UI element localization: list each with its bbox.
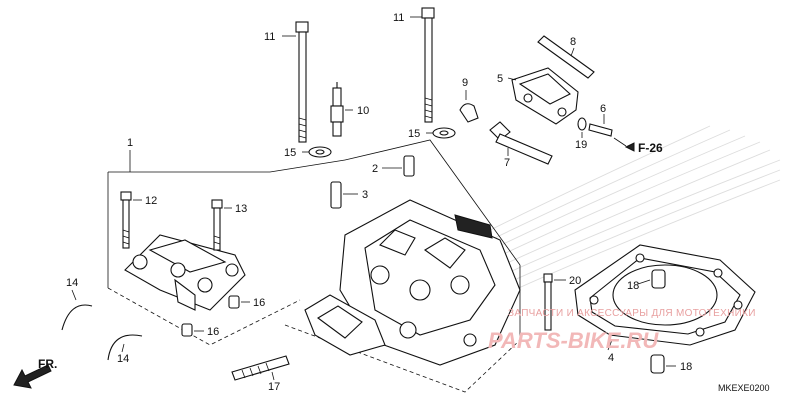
callout-7: 7 [504, 157, 510, 169]
callout-18b: 18 [680, 361, 692, 373]
front-marker-label: FR. [38, 357, 57, 371]
ring-19 [577, 117, 587, 138]
callout-19: 19 [575, 139, 587, 151]
rocker-holder-5 [507, 67, 579, 125]
callout-16a: 16 [253, 297, 265, 309]
dowel-pin-18a [637, 269, 666, 289]
front-arrow-icon [13, 364, 52, 389]
callout-6: 6 [600, 103, 606, 115]
callout-14b: 14 [117, 353, 129, 365]
callout-16b: 16 [207, 326, 219, 338]
watermark-logo: PARTS-BIKE.RU [488, 328, 659, 353]
callout-4: 4 [608, 352, 614, 364]
callout-2: 2 [372, 163, 378, 175]
dowel-pin-16b [181, 323, 204, 337]
callout-5: 5 [497, 73, 503, 85]
watermark-caption: ЗАПЧАСТИ И АКСЕССУАРЫ ДЛЯ МОТОТЕХНИКИ [508, 308, 756, 319]
section-ref-label: F-26 [638, 141, 663, 155]
clip-14b [107, 334, 143, 361]
bolt-20 [543, 273, 566, 331]
callout-1: 1 [127, 137, 133, 149]
callout-15-right: 15 [408, 128, 420, 140]
guide-2 [382, 155, 415, 177]
callout-3: 3 [362, 189, 368, 201]
pin-6 [588, 114, 627, 147]
callout-18a: 18 [627, 280, 639, 292]
cylinder-head [304, 199, 521, 366]
dowel-pin-16a [228, 295, 250, 309]
diagram-code: MKEXE0200 [718, 383, 770, 393]
guide-3 [330, 181, 358, 209]
callout-10: 10 [357, 105, 369, 117]
rocker-shaft-8 [537, 35, 595, 79]
clip-9 [459, 90, 479, 123]
callout-11-left: 11 [264, 31, 275, 43]
stud-bolt-11-right [410, 7, 435, 123]
callout-20: 20 [569, 275, 581, 287]
callout-9: 9 [462, 77, 468, 89]
clip-14a [61, 289, 93, 331]
washer-15-left [302, 146, 332, 158]
callout-11-right: 11 [393, 12, 404, 24]
callout-15-left: 15 [284, 147, 296, 159]
washer-15-right [426, 127, 456, 139]
section-ref-arrow-icon [624, 142, 635, 152]
callout-8: 8 [570, 36, 576, 48]
callout-13: 13 [235, 203, 247, 215]
assembly-box-1 [107, 150, 346, 346]
decompressor-arm-7 [489, 121, 553, 165]
camshaft-holder [124, 234, 246, 311]
stud-bolt-11-left [282, 21, 309, 143]
dowel-pin-18b [650, 354, 676, 374]
stud-17 [231, 355, 290, 381]
callout-14a: 14 [66, 277, 78, 289]
bolt-13 [211, 199, 232, 251]
callout-labels: 1 2 3 4 5 6 7 8 9 10 11 11 12 13 14 14 1… [66, 12, 692, 393]
callout-12: 12 [145, 195, 157, 207]
callout-17: 17 [268, 381, 280, 393]
head-gasket-4 [574, 244, 756, 351]
bolt-12 [120, 191, 142, 249]
spark-plug-10 [330, 82, 353, 137]
